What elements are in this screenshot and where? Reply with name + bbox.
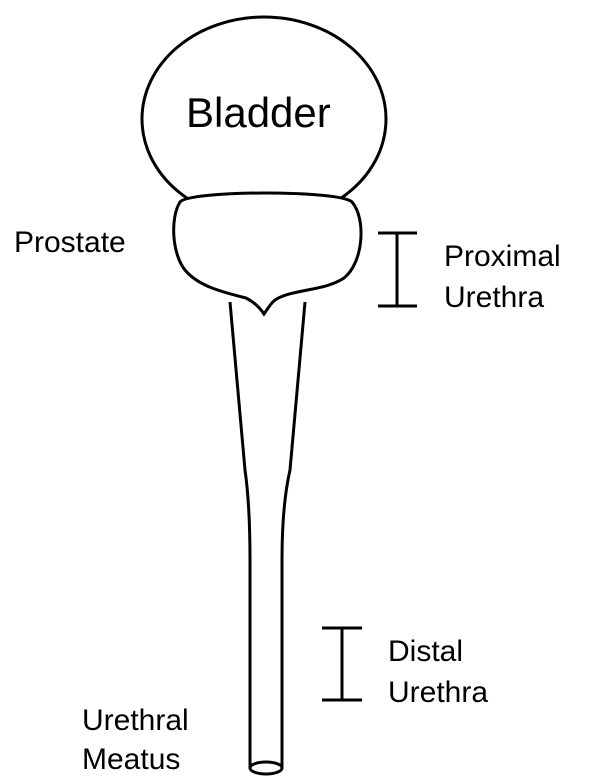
distal-urethra-bracket: [322, 628, 362, 700]
urethral-meatus-label: Urethral Meatus: [82, 701, 189, 779]
urethral-meatus-label-line-1: Urethral: [82, 701, 189, 740]
urethral-meatus-opening: [250, 762, 282, 774]
distal-urethra-label: Distal Urethra: [388, 631, 488, 713]
distal-urethra-label-line-2: Urethra: [388, 672, 488, 713]
proximal-urethra-label-line-1: Proximal: [444, 236, 561, 277]
urethra-left-wall: [230, 302, 250, 768]
prostate-label: Prostate: [14, 228, 126, 258]
distal-urethra-label-line-1: Distal: [388, 631, 488, 672]
proximal-urethra-label: Proximal Urethra: [444, 236, 561, 318]
prostate-shape: [174, 193, 361, 314]
bladder-label: Bladder: [186, 92, 331, 134]
urethral-meatus-label-line-2: Meatus: [82, 740, 189, 779]
urethra-right-wall: [282, 302, 305, 768]
proximal-urethra-label-line-2: Urethra: [444, 277, 561, 318]
proximal-urethra-bracket: [378, 233, 417, 306]
